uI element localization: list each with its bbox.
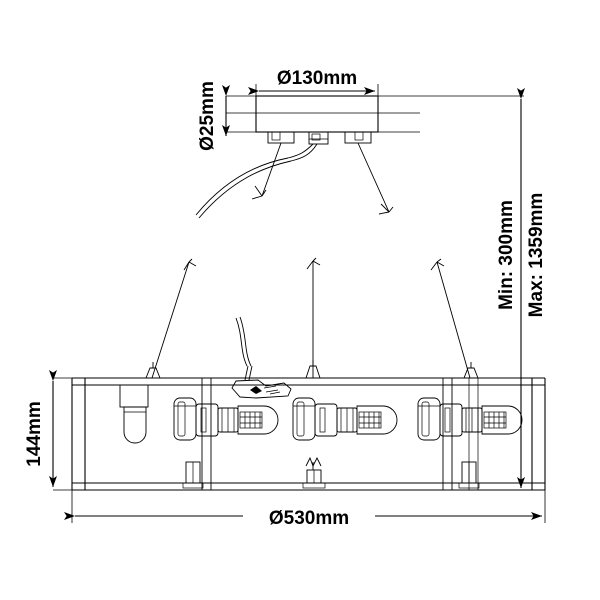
uplight-socket-center [302, 456, 326, 489]
cable-entry-plate [231, 365, 292, 399]
uplight-socket-left [182, 461, 204, 489]
label-dia530: Ø530mm [269, 508, 349, 529]
dimension-dia25: Ø25mm [197, 81, 230, 151]
fixture-top-connectors [145, 360, 479, 379]
bottom-uplight-sockets [182, 456, 480, 489]
lamp-assembly-1 [173, 397, 279, 441]
plate-lug-left [267, 131, 295, 144]
plate-lug-right [344, 131, 372, 144]
label-dia25: Ø25mm [197, 81, 218, 151]
label-max1359: Max: 1359mm [526, 193, 547, 318]
uplight-socket-right [458, 461, 480, 489]
dimension-drop-range: Min: 300mm Max: 1359mm [420, 88, 547, 488]
dimension-dia530: Ø530mm [64, 490, 546, 530]
plate-lug-center [308, 131, 329, 145]
fixture-frame [71, 377, 546, 491]
fixture-suspension-wires [151, 257, 471, 379]
label-144mm: 144mm [24, 401, 45, 467]
ceiling-mount-plate [226, 95, 420, 145]
lamp-assembly-2 [292, 397, 398, 441]
end-downlight-lamp [119, 384, 149, 444]
label-min300: Min: 300mm [496, 200, 517, 310]
upper-suspension-wires [195, 142, 394, 219]
lamp-assembly-3 [417, 397, 523, 441]
label-dia130: Ø130mm [277, 68, 357, 89]
dimension-dia130: Ø130mm [248, 68, 379, 96]
dimension-144mm: 144mm [24, 370, 72, 491]
